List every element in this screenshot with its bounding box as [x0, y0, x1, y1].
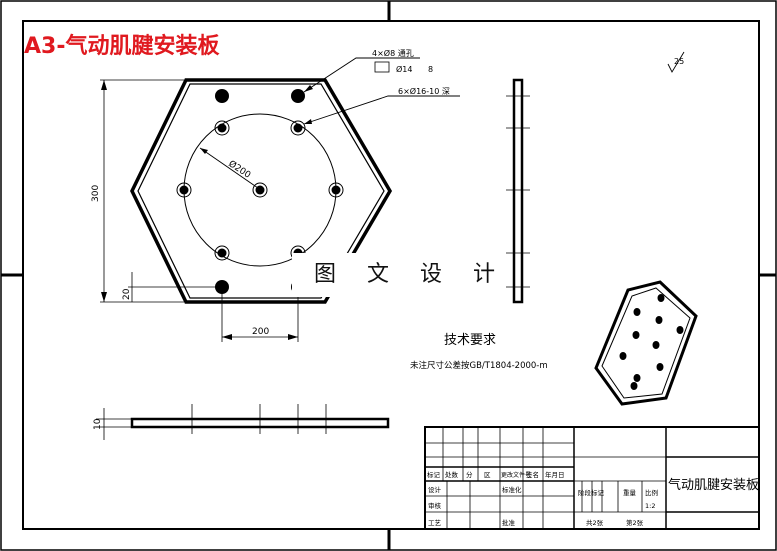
hexagon-outline [130, 78, 393, 304]
tb-review: 审核 [428, 501, 442, 510]
tb-part-name: 气动肌腱安装板 [668, 477, 759, 493]
tech-req-line: 未注尺寸公差按GB/T1804-2000-m [410, 360, 548, 371]
tb-scale-value: 1:2 [645, 502, 655, 510]
callout-counterbore-depth: 8 [428, 65, 433, 74]
tb-signature: 签名 [526, 470, 539, 479]
dim-height-300: 300 [91, 185, 101, 202]
isometric-view [594, 280, 698, 406]
watermark-text: 图 文 设 计 [292, 253, 495, 297]
tb-weight: 重量 [623, 489, 637, 497]
tb-change-doc: 更改文件号 [501, 471, 531, 479]
dim-width-200: 200 [252, 327, 269, 337]
tb-standardize: 标准化 [502, 485, 522, 494]
dim-offset-20: 20 [122, 288, 132, 300]
tb-total: 共2张 [586, 518, 604, 527]
roughness-symbol: 25 [667, 51, 685, 73]
pcd-holes [176, 120, 344, 261]
tb-mark: 标记 [427, 470, 441, 479]
tb-process: 工艺 [428, 519, 442, 527]
title-block: 标记 处数 分 区 更改文件号 签名 年月日 设计 标准化 阶段标记 重量 比例… [424, 426, 760, 530]
callout-counterbore-dia: Ø14 [396, 64, 412, 74]
tb-approve: 批准 [502, 518, 516, 527]
tb-date: 年月日 [545, 470, 565, 479]
tech-req-heading: 技术要求 [444, 333, 496, 348]
tb-design: 设计 [428, 485, 442, 494]
callout-through-hole: 4×Ø8 通孔 [372, 48, 414, 58]
callout-threaded-holes: 6×Ø16-10 深 [398, 86, 450, 96]
tb-sheet: 第2张 [626, 518, 644, 527]
tb-area: 区 [484, 471, 491, 479]
bottom-view: 10 [93, 404, 390, 440]
dim-thickness-10: 10 [93, 418, 103, 430]
tb-count: 处数 [445, 470, 459, 479]
svg-text:25: 25 [674, 57, 684, 66]
diameter-label: Ø200 [226, 158, 253, 181]
drawing-title-red: A3-气动肌腱安装板 [24, 34, 220, 59]
tb-zone: 分 [466, 470, 473, 479]
front-view: Ø200 4×Ø8 通孔 Ø14 8 6×Ø16-10 深 300 20 200 [91, 48, 460, 342]
tb-stage-mark: 阶段标记 [578, 488, 605, 497]
side-view [506, 78, 530, 304]
tb-scale: 比例 [645, 488, 658, 497]
